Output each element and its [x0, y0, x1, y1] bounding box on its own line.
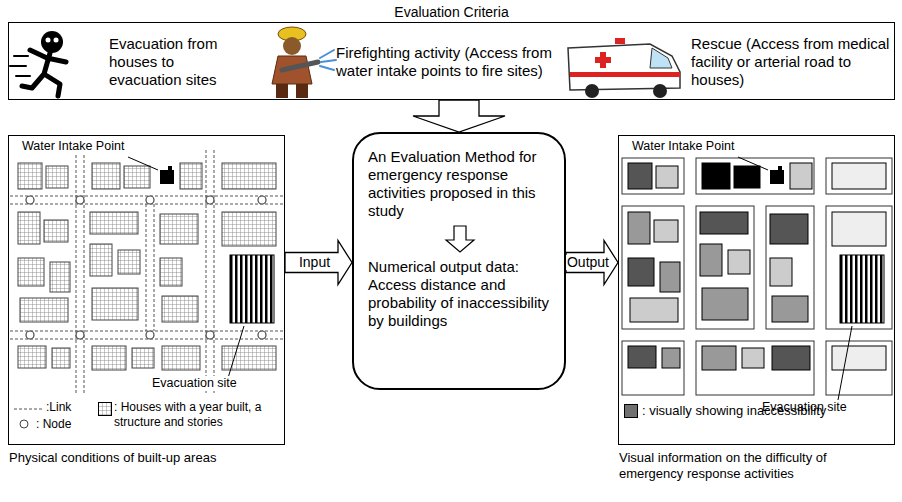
house-shaded: [628, 258, 654, 286]
house: [18, 346, 46, 368]
house-shaded: [832, 212, 886, 246]
criterion-item: Evacuation from houses to evacuation sit…: [109, 29, 244, 95]
flow-arrow: [285, 241, 352, 285]
house: [180, 163, 202, 189]
house: [46, 166, 68, 188]
hollow-arrow: [413, 100, 505, 132]
house: [162, 296, 198, 322]
map-label: Water Intake Point: [630, 139, 736, 154]
house: [50, 262, 70, 292]
panel-caption: Visual information on the difficulty of …: [619, 450, 894, 482]
house: [92, 346, 126, 370]
house: [92, 288, 138, 320]
criteria-box: Evaluation CriteriaEvacuation from house…: [8, 22, 895, 100]
house: [20, 298, 68, 322]
house: [160, 214, 198, 244]
house-shaded: [832, 346, 886, 370]
legend-box-sample: [625, 405, 638, 418]
house-shaded: [702, 163, 730, 189]
house: [18, 212, 40, 244]
house-shaded: [790, 163, 812, 189]
firefighter-icon: [272, 27, 336, 98]
house: [90, 212, 138, 234]
map-panel: Physical conditions of built-up areas: [8, 135, 285, 445]
legend-box-sample: [99, 403, 112, 416]
flow-arrow: [566, 241, 618, 285]
map-panel: Visual information on the difficulty of …: [618, 135, 895, 445]
method-box: An Evaluation Method for emergency respo…: [352, 132, 566, 390]
house-shaded: [660, 262, 680, 292]
house: [222, 346, 276, 370]
house-shaded: [734, 166, 760, 188]
house: [162, 346, 200, 370]
house: [222, 163, 276, 189]
legend-link-sample: [14, 409, 44, 410]
house-shaded: [628, 163, 652, 189]
house-shaded: [702, 288, 748, 320]
house-shaded: [630, 298, 678, 322]
ambulance-icon: [568, 38, 680, 98]
map-label: Evacuation site: [150, 376, 239, 391]
house-shaded: [654, 220, 678, 242]
flow-arrow-shape: [446, 226, 474, 252]
house-shaded: [770, 258, 792, 286]
house: [124, 166, 150, 188]
legend-text: : visually showing inaccessibility: [642, 403, 826, 418]
house: [18, 163, 42, 189]
house-shaded: [728, 250, 750, 274]
legend-swatch: [19, 419, 29, 429]
node-text: Rescue (Access from medical facility or …: [691, 35, 891, 89]
node-text: Firefighting activity (Access from water…: [336, 44, 561, 80]
water-intake-symbol: [770, 166, 784, 184]
evacuation-site: [840, 255, 884, 323]
criteria-heading: Evaluation Criteria: [9, 4, 894, 20]
house-shaded: [770, 214, 808, 244]
house: [92, 163, 120, 189]
house-shaded: [628, 212, 650, 244]
flow-arrow: [440, 224, 480, 254]
legend-swatch: [14, 407, 44, 411]
map-label: Water Intake Point: [20, 139, 126, 154]
legend-swatch: [98, 402, 112, 416]
house-shaded: [772, 296, 808, 322]
node-text: An Evaluation Method for emergency respo…: [368, 148, 552, 220]
criterion-item: Firefighting activity (Access from water…: [336, 29, 561, 95]
runner-icon: [10, 31, 66, 96]
house-shaded: [742, 348, 764, 368]
house-shaded: [700, 212, 748, 234]
edge-label: Output: [566, 255, 610, 270]
node-text: Numerical output data: Access distance a…: [368, 258, 552, 330]
house: [18, 258, 44, 286]
criterion-item: Rescue (Access from medical facility or …: [691, 29, 891, 95]
house: [118, 250, 140, 274]
house-shaded: [662, 348, 680, 368]
road-links: [10, 150, 283, 395]
house: [44, 220, 68, 242]
house: [160, 258, 182, 286]
house-shaded: [772, 346, 810, 370]
water-intake-symbol: [160, 166, 174, 184]
house: [132, 348, 154, 368]
legend-node-sample: [20, 420, 28, 428]
legend-text: :Link: [46, 400, 71, 415]
road-blocks: [622, 158, 892, 395]
house: [90, 244, 112, 276]
house: [52, 348, 70, 368]
evacuation-site: [230, 255, 274, 323]
house-shaded: [702, 346, 736, 370]
edge-label: Input: [298, 255, 331, 270]
house-shaded: [700, 244, 722, 276]
panel-caption: Physical conditions of built-up areas: [9, 450, 284, 466]
house: [222, 212, 276, 246]
node-text: Evacuation from houses to evacuation sit…: [109, 35, 244, 89]
house-shaded: [628, 346, 656, 368]
legend-text: : Node: [36, 417, 71, 432]
house-shaded: [832, 163, 886, 189]
house-shaded: [656, 166, 678, 188]
legend-text: : Houses with a year built, a structure …: [114, 400, 282, 430]
legend-swatch: [624, 404, 638, 418]
